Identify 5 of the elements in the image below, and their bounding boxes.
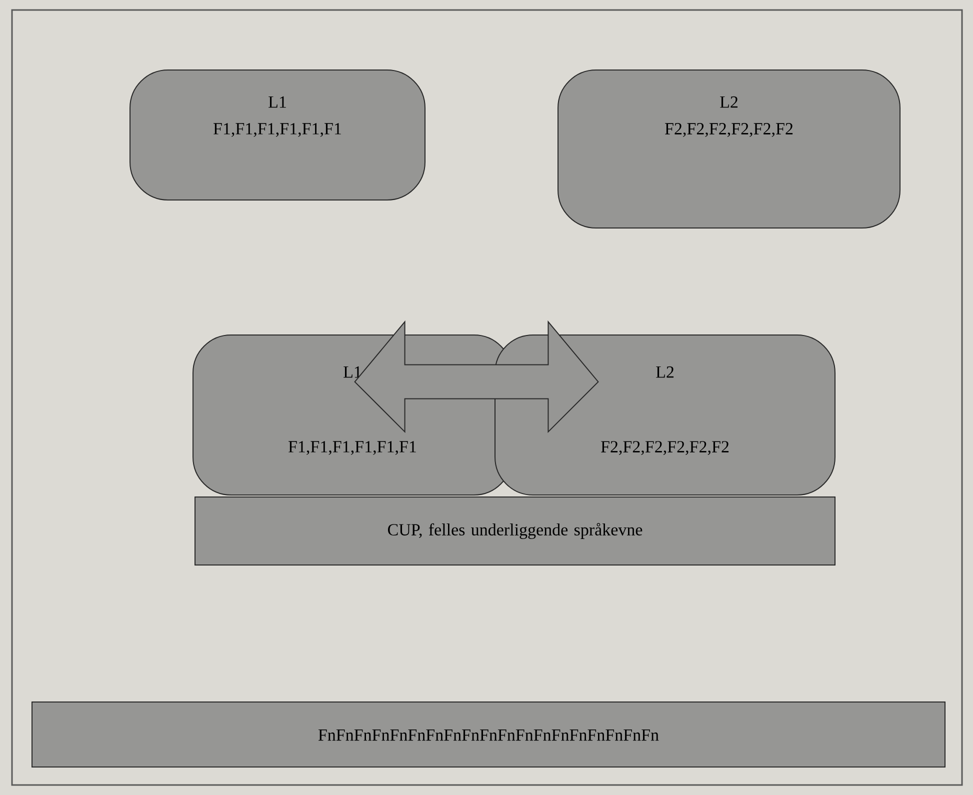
base-bar: FnFnFnFnFnFnFnFnFnFnFnFnFnFnFnFnFnFnFn: [32, 702, 946, 768]
double-arrow: [354, 320, 599, 434]
base-bar: CUP, felles underliggende språkevne: [194, 496, 836, 566]
language-box: L2 F2,F2,F2,F2,F2,F2: [558, 70, 901, 228]
language-box: L1 F1,F1,F1,F1,F1,F1: [130, 70, 426, 200]
